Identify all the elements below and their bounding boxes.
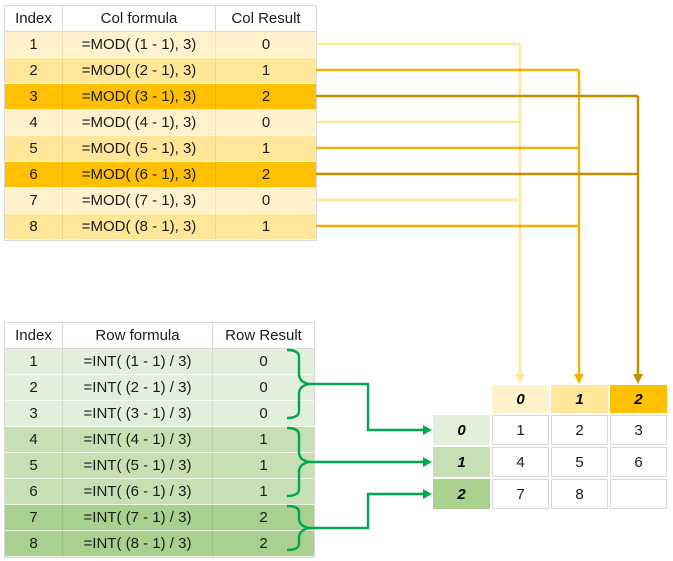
table-cell: =INT( (6 - 1) / 3): [63, 479, 213, 505]
row-table-header-result: Row Result: [213, 323, 314, 349]
table-cell: =MOD( (7 - 1), 3): [63, 188, 216, 214]
table-cell: 5: [5, 453, 63, 479]
table-cell: 7: [5, 505, 63, 531]
grid-col-header: 1: [551, 385, 608, 413]
table-cell: 2: [216, 162, 316, 188]
table-cell: 2: [216, 84, 316, 110]
col-result-0-arrow: [316, 42, 525, 384]
table-cell: 2: [5, 58, 63, 84]
col-result-1-arrow: [316, 68, 584, 384]
table-cell: 3: [5, 401, 63, 427]
table-cell: =INT( (8 - 1) / 3): [63, 531, 213, 557]
grid-cell: 6: [610, 447, 667, 477]
index-result-grid: 0 1 2 0 1 2 3 1 4 5 6 2 7 8: [433, 385, 667, 509]
table-cell: 0: [216, 32, 316, 58]
table-cell: 3: [5, 84, 63, 110]
table-cell: 1: [5, 349, 63, 375]
table-cell: 2: [213, 531, 314, 557]
table-cell: =INT( (5 - 1) / 3): [63, 453, 213, 479]
grid-col-header: 2: [610, 385, 667, 413]
right-arrowhead-icon: [423, 425, 432, 435]
table-cell: 0: [213, 401, 314, 427]
table-cell: =INT( (3 - 1) / 3): [63, 401, 213, 427]
table-cell: 6: [5, 479, 63, 505]
grid-cell: 7: [492, 479, 549, 509]
table-cell: 4: [5, 110, 63, 136]
table-cell: 1: [5, 32, 63, 58]
grid-corner-cell: [433, 385, 490, 413]
col-formula-table: Index Col formula Col Result 1 =MOD( (1 …: [4, 5, 317, 241]
grid-row-header: 2: [433, 479, 490, 509]
table-cell: 1: [216, 214, 316, 240]
table-cell: 0: [213, 349, 314, 375]
table-cell: =MOD( (2 - 1), 3): [63, 58, 216, 84]
col-table-header-result: Col Result: [216, 6, 316, 32]
grid-cell: 8: [551, 479, 608, 509]
grid-cell: 4: [492, 447, 549, 477]
col-result-2-arrow: [316, 94, 643, 384]
table-cell: =INT( (2 - 1) / 3): [63, 375, 213, 401]
row-table-header-index: Index: [5, 323, 63, 349]
table-cell: =INT( (7 - 1) / 3): [63, 505, 213, 531]
table-cell: 1: [216, 136, 316, 162]
grid-cell: 1: [492, 415, 549, 445]
down-arrowhead-icon: [633, 374, 643, 384]
table-cell: =MOD( (3 - 1), 3): [63, 84, 216, 110]
grid-col-header: 0: [492, 385, 549, 413]
down-arrowhead-icon: [515, 374, 525, 384]
table-cell: =MOD( (1 - 1), 3): [63, 32, 216, 58]
down-arrowhead-icon: [574, 374, 584, 384]
table-cell: 8: [5, 214, 63, 240]
grid-row-header: 0: [433, 415, 490, 445]
right-arrowhead-icon: [423, 489, 432, 499]
row-table-header-formula: Row formula: [63, 323, 213, 349]
table-cell: =MOD( (8 - 1), 3): [63, 214, 216, 240]
col-table-header-index: Index: [5, 6, 63, 32]
grid-row-header: 1: [433, 447, 490, 477]
table-cell: 7: [5, 188, 63, 214]
table-cell: 1: [213, 427, 314, 453]
table-cell: 6: [5, 162, 63, 188]
table-cell: 0: [216, 188, 316, 214]
table-cell: =MOD( (5 - 1), 3): [63, 136, 216, 162]
table-cell: 0: [213, 375, 314, 401]
table-cell: =MOD( (6 - 1), 3): [63, 162, 216, 188]
table-cell: 1: [216, 58, 316, 84]
right-arrowhead-icon: [423, 457, 432, 467]
col-table-header-formula: Col formula: [63, 6, 216, 32]
grid-cell: 3: [610, 415, 667, 445]
grid-cell: 2: [551, 415, 608, 445]
table-cell: 4: [5, 427, 63, 453]
table-cell: 1: [213, 479, 314, 505]
table-cell: =INT( (4 - 1) / 3): [63, 427, 213, 453]
table-cell: 2: [5, 375, 63, 401]
table-cell: =MOD( (4 - 1), 3): [63, 110, 216, 136]
table-cell: 8: [5, 531, 63, 557]
table-cell: 2: [213, 505, 314, 531]
table-cell: 1: [213, 453, 314, 479]
row-formula-table: Index Row formula Row Result 1 =INT( (1 …: [4, 322, 315, 558]
table-cell: =INT( (1 - 1) / 3): [63, 349, 213, 375]
grid-cell: [610, 479, 667, 509]
grid-cell: 5: [551, 447, 608, 477]
table-cell: 0: [216, 110, 316, 136]
table-cell: 5: [5, 136, 63, 162]
